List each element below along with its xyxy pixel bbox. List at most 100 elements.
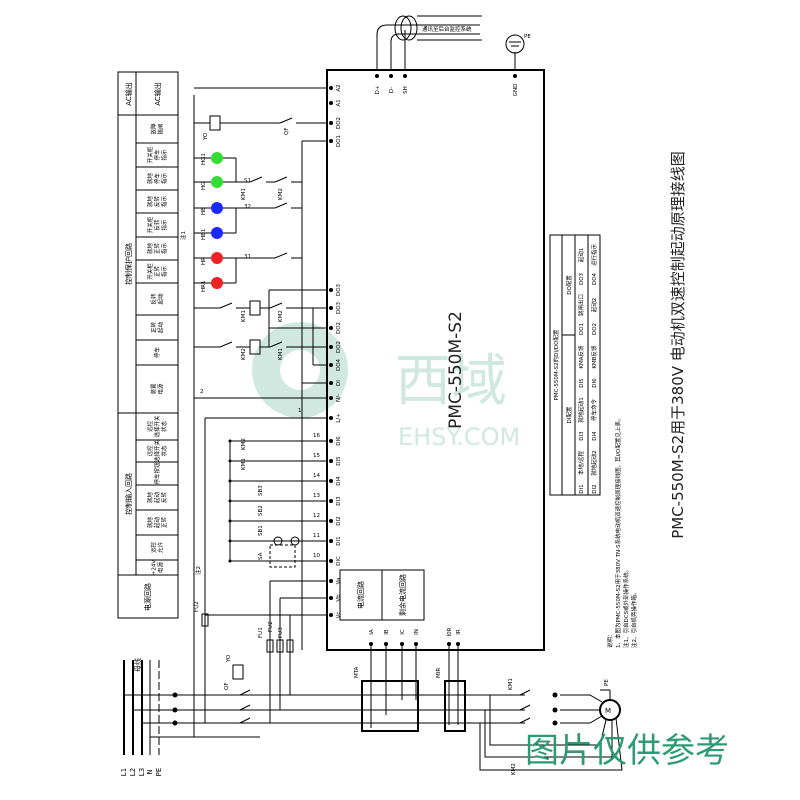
component-label-motor_pe: PE [604, 679, 610, 686]
do-label: 起动1 [578, 248, 585, 263]
component-label-hb1: HB1 [201, 229, 207, 240]
terminal-pin [329, 559, 333, 563]
terminal-pin [329, 288, 333, 292]
cell-line: 正转 [153, 243, 161, 255]
left-pin-label: DO3 [336, 301, 342, 314]
cell-line: 指示 [160, 149, 168, 161]
junction [228, 439, 232, 443]
terminal-pin [329, 613, 333, 617]
input-cell: 远控允许 [150, 542, 165, 554]
cell-line: 开关柜 [146, 216, 154, 233]
power-group-label: 电源回路 [143, 583, 152, 611]
function-table: AC输出 AC输出 控制保护回路 控制输入回路 电源回路 故障跳闸开关柜停车指示… [117, 71, 179, 619]
component-label-fu2: FU2 [268, 621, 274, 632]
drawing-title: PMC-550M-S2用于380V 电动机双速控制起动原理接线图 [669, 151, 687, 539]
notes: 说明： 1、本图为PMC-550M-S2用于380V TN-S系统电动机双速控制… [606, 416, 638, 648]
cell-line: 远控 [146, 445, 154, 457]
cell-line: 反转 [153, 219, 161, 231]
cell-line: 就地 [146, 243, 154, 255]
wire-number: 12 [313, 513, 320, 519]
cell-line: 起动 [154, 517, 161, 529]
indicator-lamp-icon [211, 277, 223, 289]
left-pin-label: N/- [336, 394, 342, 402]
terminal-pin [513, 74, 517, 78]
input-cell: +24V电源 [152, 560, 165, 576]
cell-line: 正转 [160, 517, 168, 529]
shielded-cable-icon [394, 15, 412, 41]
left-pin-label: Vc [336, 612, 342, 619]
left-pin-label: DO2 [336, 341, 342, 353]
cell-line: 就地 [146, 173, 154, 185]
note-line-2: 注1、引自DCS或外部操作系统。 [622, 567, 630, 648]
di-label: 就地起动1 [577, 397, 585, 423]
component-label-km2: KM2 [278, 310, 284, 322]
contactor-coil-icon [249, 300, 261, 316]
cell-line: 起动 [158, 293, 165, 305]
cell-line: 选择开关 [153, 440, 161, 463]
residual-current-transformer-mir [444, 680, 466, 732]
bottom-pin-label: IA [369, 629, 375, 635]
junction [228, 519, 232, 523]
cell-line: 开关柜 [146, 263, 154, 280]
fuse-icon [276, 639, 284, 653]
cell-line: 指示 [160, 266, 168, 278]
component-label-hg: HG [201, 182, 207, 190]
cell-line: 指示 [160, 219, 168, 231]
di-label: 停车命令 [590, 399, 598, 422]
di-code: DI4 [592, 431, 598, 441]
terminal-pin [329, 479, 333, 483]
wire-number: 1 [298, 408, 302, 414]
bottom-pin-label: IC [400, 629, 406, 635]
io-table-title: PMC-550M-S2的DI/DO配置 [552, 329, 560, 400]
input-cell: 远控选择开关状态 [146, 440, 168, 463]
cell-line: +24V [152, 560, 158, 576]
shunt-trip-coil-icon [232, 664, 244, 680]
left-pin-label: DIC [336, 556, 342, 566]
left-pin-label: DI6 [336, 436, 342, 446]
component-label-mta: MTA [354, 666, 360, 678]
cell-line: 选择开关 [153, 415, 161, 438]
cell-line: 远控 [150, 542, 158, 554]
terminal [172, 720, 178, 726]
input-group-label: 控制输入回路 [124, 473, 133, 515]
di-code: DI5 [579, 378, 585, 388]
lamp-contact [235, 202, 302, 233]
terminal-pin [329, 416, 333, 420]
terminal [552, 720, 558, 726]
cell-line: 指示 [160, 243, 168, 255]
left-pin-label: DI1 [336, 536, 342, 545]
component-label-sb3: SB3 [258, 485, 264, 496]
cell-line: 故障 [150, 123, 158, 135]
ac-group-label: AC输出 [124, 82, 133, 106]
bus-line-label: N [146, 769, 154, 774]
watermark-logo-text: 西域 [395, 349, 507, 414]
terminal [172, 692, 178, 698]
terminal [552, 692, 558, 698]
device-label: PMC-550M-S2 [446, 311, 466, 429]
terminal [172, 707, 178, 713]
gnd-pe-label: PE [524, 34, 531, 40]
ground-icon [505, 34, 525, 54]
component-label-km1: KM1 [241, 310, 247, 322]
fuse-icon [201, 613, 209, 627]
di-label: KMB反馈 [590, 345, 598, 369]
watermark-url-text: EHSY.COM [398, 423, 520, 451]
contactor-contact [519, 689, 531, 696]
cell-line: 装置 [150, 383, 158, 395]
component-label-yo: YO [203, 132, 209, 141]
terminal-pin [329, 306, 333, 310]
cell-line: 远控 [146, 421, 154, 433]
wire-number: 16 [313, 433, 320, 439]
terminal-pin [329, 363, 333, 367]
left-pin-label: DI5 [336, 456, 342, 466]
terminal-pin [329, 396, 333, 400]
terminal-pin [329, 381, 333, 385]
protection-cell: 正转起动 [150, 322, 165, 334]
top-pin-label: GND [513, 84, 519, 97]
protection-cell: 开关柜正转指示 [146, 263, 168, 280]
terminal-pin [329, 539, 333, 543]
wire-number: S1 [244, 178, 251, 184]
terminal-pin [329, 139, 333, 143]
